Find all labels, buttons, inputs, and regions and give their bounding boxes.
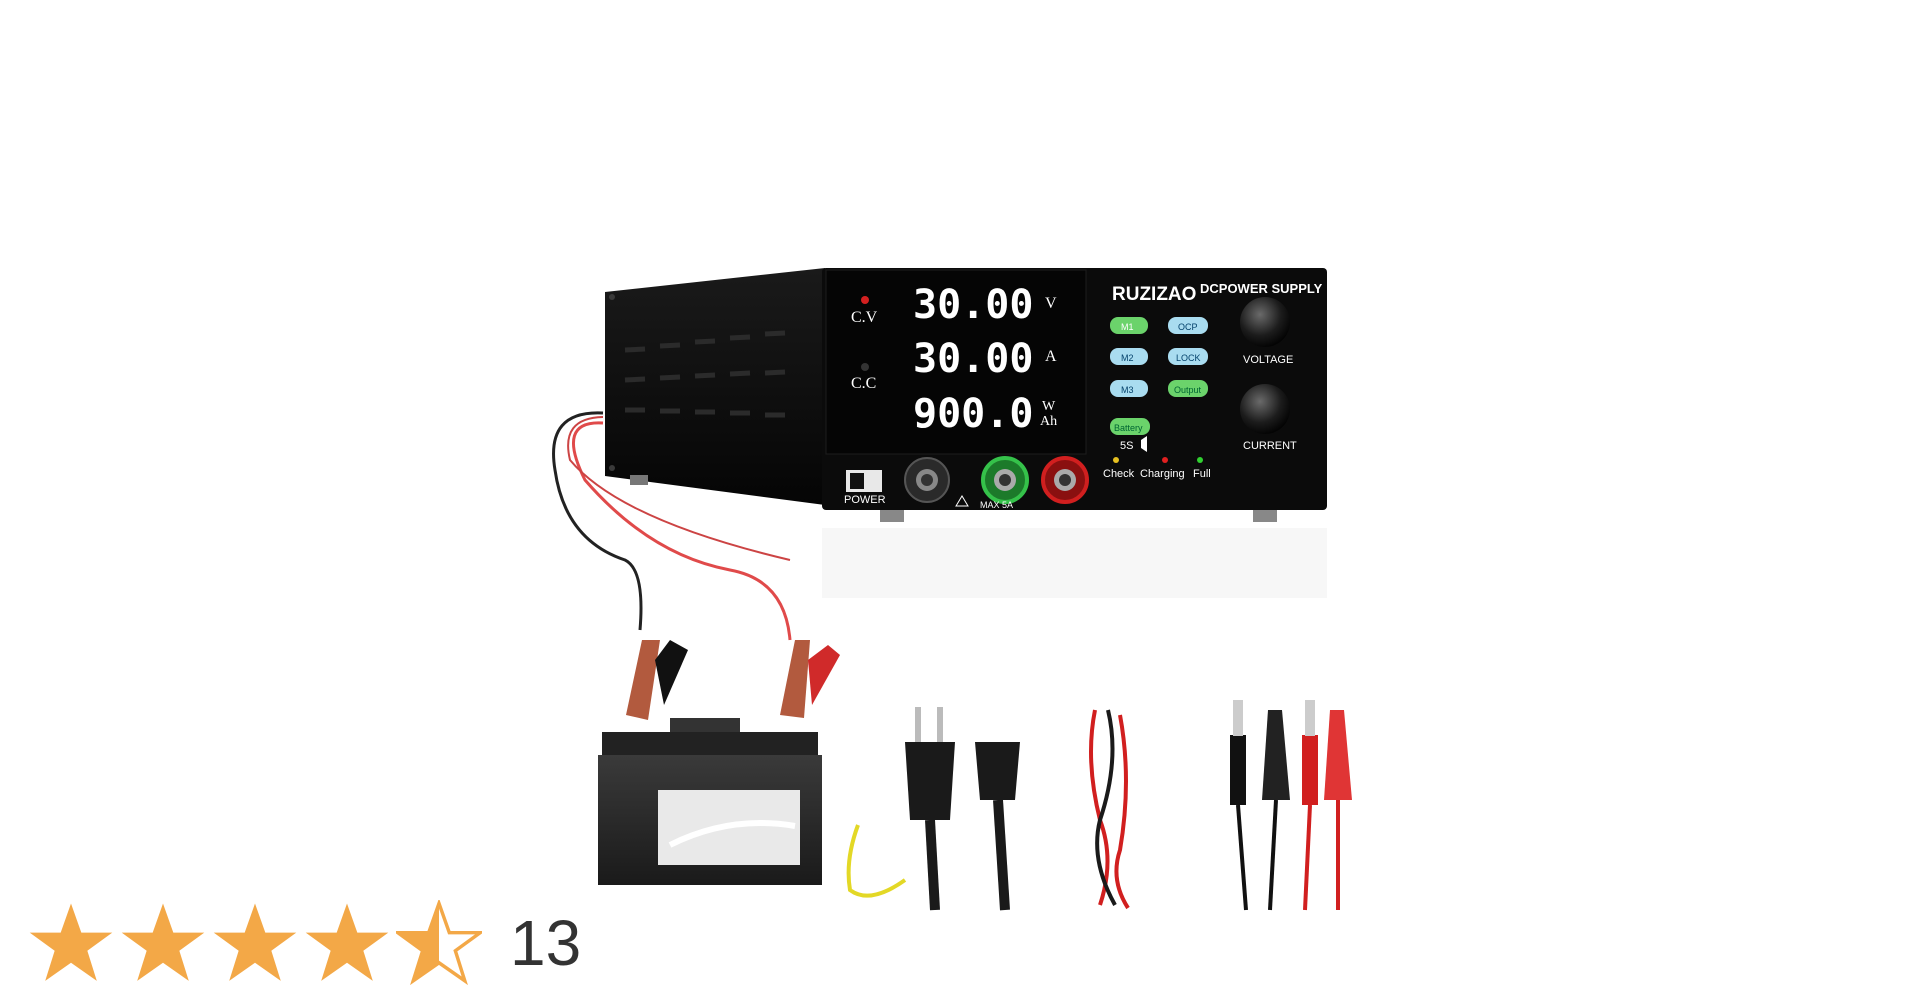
half-star-icon (396, 900, 482, 986)
star-icon (305, 903, 389, 981)
current-knob (1240, 384, 1290, 434)
power-supply: C.V C.C 30.00 30.00 900.0 V A W Ah RUZIZ… (605, 268, 1327, 598)
cv-label: C.V (851, 309, 878, 326)
power-cord (846, 707, 1020, 911)
power-unit-w: W (1042, 399, 1056, 414)
speaker-icon (1141, 436, 1147, 452)
review-count[interactable]: 13 (510, 907, 582, 979)
model-label: DCPOWER SUPPLY (1200, 281, 1323, 296)
max-current-label: MAX 5A (980, 500, 1013, 510)
cc-led (861, 363, 869, 371)
clip-leads (1230, 700, 1352, 911)
current-reading: 30.00 (913, 336, 1033, 382)
cv-led (861, 296, 869, 304)
star-icon (213, 903, 297, 981)
power-unit-ah: Ah (1040, 414, 1057, 429)
red-cable (571, 421, 792, 641)
black-cable (552, 411, 643, 631)
voltage-reading: 30.00 (913, 282, 1033, 328)
rating-bar[interactable]: 13 (28, 898, 581, 988)
cc-label: C.C (851, 375, 876, 392)
current-knob-label: CURRENT (1243, 440, 1297, 452)
brand-label: RUZIZAO (1112, 284, 1196, 305)
check-label: Check (1103, 468, 1135, 480)
panel-buttons: M1 OCP M2 LOCK M3 Output Battery (1110, 317, 1208, 435)
vent-slots (624, 330, 786, 418)
power-label: POWER (844, 494, 886, 506)
m1-button: M1 (1121, 322, 1134, 332)
voltage-knob (1240, 297, 1290, 347)
current-unit: A (1045, 348, 1057, 365)
m2-button: M2 (1121, 353, 1134, 363)
voltage-unit: V (1045, 295, 1057, 312)
star-icon (29, 903, 113, 981)
side-panel (605, 268, 825, 505)
lock-button: LOCK (1176, 353, 1201, 363)
ocp-button: OCP (1178, 322, 1198, 332)
test-leads (1089, 709, 1130, 910)
full-label: Full (1193, 468, 1211, 480)
star-icon (121, 903, 205, 981)
charging-label: Charging (1140, 468, 1185, 480)
voltage-knob-label: VOLTAGE (1243, 354, 1293, 366)
m3-button: M3 (1121, 385, 1134, 395)
hold-hint: 5S (1120, 440, 1133, 452)
battery-button: Battery (1114, 423, 1143, 433)
output-button: Output (1174, 385, 1202, 395)
power-reading: 900.0 (913, 391, 1033, 437)
battery (598, 640, 840, 885)
